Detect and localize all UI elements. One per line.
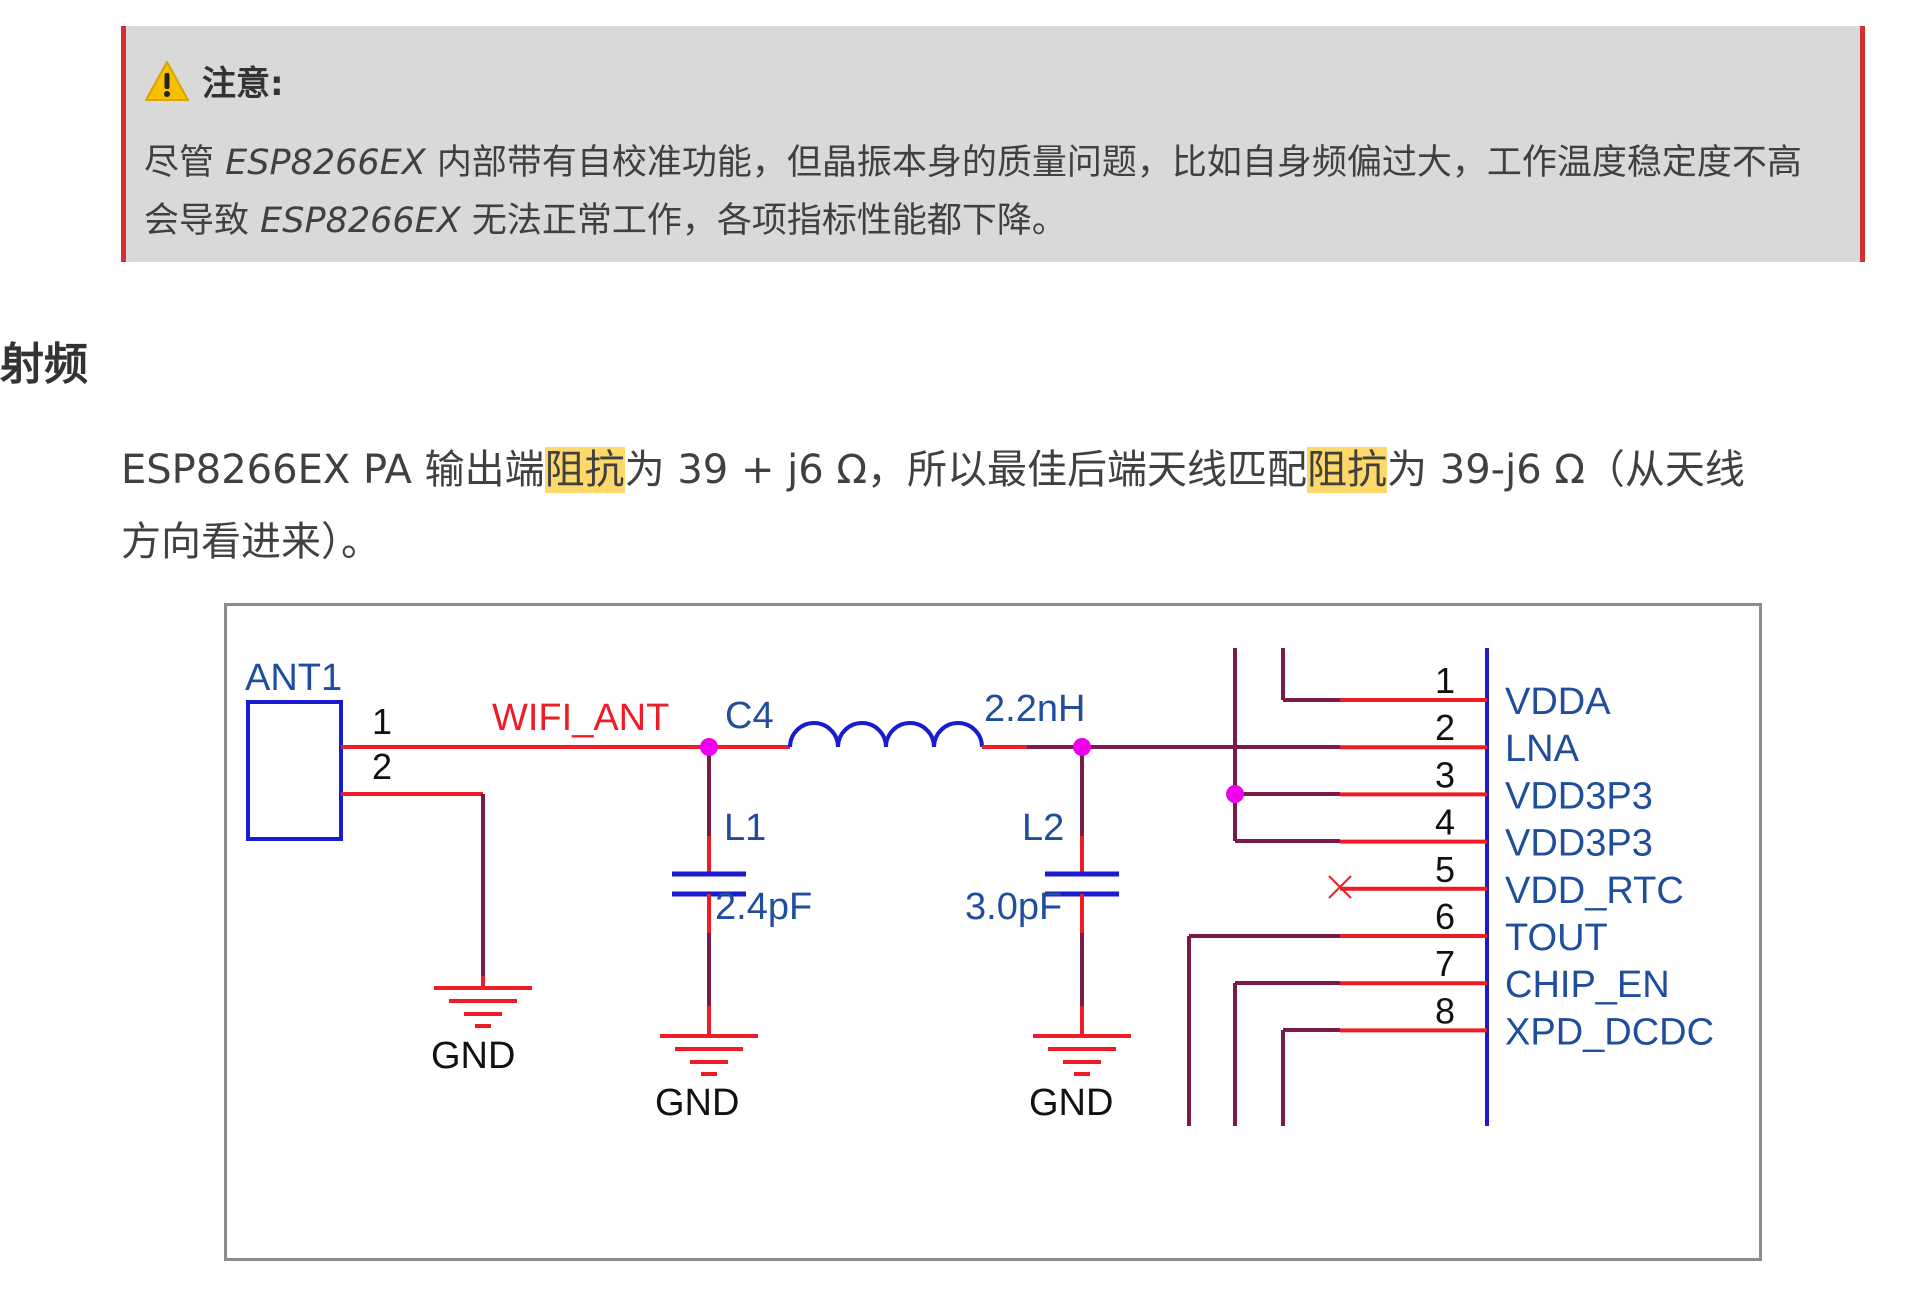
note-chip-name: ESP8266EX <box>260 201 461 241</box>
search-highlight: 阻抗 <box>544 447 625 493</box>
paragraph-seg: 为 39 + j6 Ω，所以最佳后端天线匹配 <box>624 447 1308 493</box>
chip-pin-number: 4 <box>1435 802 1455 843</box>
antenna-pin-2: 2 <box>372 746 392 787</box>
gnd-label: GND <box>1029 1082 1113 1124</box>
chip-pin-number: 7 <box>1435 943 1455 984</box>
antenna-connector <box>246 700 343 841</box>
warning-icon <box>145 60 189 101</box>
chip-pin-name: LNA <box>1505 728 1580 770</box>
l1-value: 2.4pF <box>715 886 812 928</box>
chip-pin-number: 6 <box>1435 896 1455 937</box>
note-text-seg: 会导致 <box>144 201 261 241</box>
note-text-seg: 无法正常工作，各项指标性能都下降。 <box>460 201 1067 241</box>
note-callout: 注意: 尽管 ESP8266EX 内部带有自校准功能，但晶振本身的质量问题，比如… <box>121 26 1865 262</box>
paragraph-seg: ESP8266EX PA 输出端 <box>121 447 545 493</box>
gnd-label: GND <box>655 1082 739 1124</box>
note-chip-name: ESP8266EX <box>225 143 426 183</box>
junction-dot <box>1226 785 1244 803</box>
junction-dot <box>700 738 718 756</box>
note-text-seg: 尽管 <box>144 143 226 183</box>
inductor-value: 2.2nH <box>984 688 1085 730</box>
chip-pin-number: 2 <box>1435 707 1455 748</box>
note-title: 注意: <box>202 64 284 104</box>
chip-pin-number: 5 <box>1435 849 1455 890</box>
l2-value: 3.0pF <box>965 886 1062 928</box>
paragraph-line-1: ESP8266EX PA 输出端阻抗为 39 + j6 Ω，所以最佳后端天线匹配… <box>121 434 1861 506</box>
ground-symbol <box>1033 1034 1131 1076</box>
antenna-pin-1: 1 <box>372 701 392 742</box>
chip-pin-numbers: 1 2 3 4 5 6 7 8 <box>1435 660 1455 1031</box>
chip-pin-name: VDD_RTC <box>1505 870 1684 912</box>
l2-label: L2 <box>1022 807 1064 849</box>
gnd-label: GND <box>431 1035 515 1077</box>
junction-dot <box>1073 738 1091 756</box>
note-line-1: 尽管 ESP8266EX 内部带有自校准功能，但晶振本身的质量问题，比如自身频偏… <box>144 134 1836 192</box>
chip-pin-leads <box>1340 698 1487 1033</box>
net-label-wifi-ant: WIFI_ANT <box>492 697 669 739</box>
rf-schematic-svg: ANT1 1 2 WIFI_ANT C4 2.2nH L1 2.4pF L2 <box>245 648 1714 1126</box>
chip-pin-name: CHIP_EN <box>1505 964 1670 1006</box>
ground-symbol <box>660 1034 758 1076</box>
chip-pin-name: XPD_DCDC <box>1505 1011 1714 1053</box>
note-line-2: 会导致 ESP8266EX 无法正常工作，各项指标性能都下降。 <box>144 192 1836 250</box>
antenna-label: ANT1 <box>245 657 342 699</box>
note-text: 尽管 ESP8266EX 内部带有自校准功能，但晶振本身的质量问题，比如自身频偏… <box>144 134 1836 250</box>
l1-label: L1 <box>724 807 766 849</box>
chip-pin-name: VDD3P3 <box>1505 823 1653 865</box>
chip-pin-number: 3 <box>1435 754 1455 795</box>
search-highlight: 阻抗 <box>1307 447 1388 493</box>
chip-pin-name: VDDA <box>1505 681 1611 723</box>
chip-pin-name: TOUT <box>1505 917 1608 959</box>
chip-pin-number: 1 <box>1435 660 1455 701</box>
rf-paragraph: ESP8266EX PA 输出端阻抗为 39 + j6 Ω，所以最佳后端天线匹配… <box>121 434 1861 578</box>
inductor-symbol <box>788 721 984 748</box>
paragraph-seg: 方向看进来）。 <box>121 519 381 565</box>
chip-pin-number: 8 <box>1435 990 1455 1031</box>
note-text-seg: 内部带有自校准功能，但晶振本身的质量问题，比如自身频偏过大，工作温度稳定度不高 <box>425 143 1802 183</box>
rf-schematic-figure: ANT1 1 2 WIFI_ANT C4 2.2nH L1 2.4pF L2 <box>224 603 1762 1261</box>
chip-pin-names: VDDALNAVDD3P3VDD3P3VDD_RTCTOUTCHIP_ENXPD… <box>1505 681 1714 1053</box>
c4-label: C4 <box>725 695 774 737</box>
ground-symbol <box>434 986 532 1028</box>
chip-pin-name: VDD3P3 <box>1505 775 1653 817</box>
paragraph-seg: 为 39-j6 Ω（从天线 <box>1387 447 1745 493</box>
paragraph-line-2: 方向看进来）。 <box>121 506 1861 578</box>
section-heading: 射频 <box>0 339 88 390</box>
note-header: 注意: <box>144 56 284 105</box>
